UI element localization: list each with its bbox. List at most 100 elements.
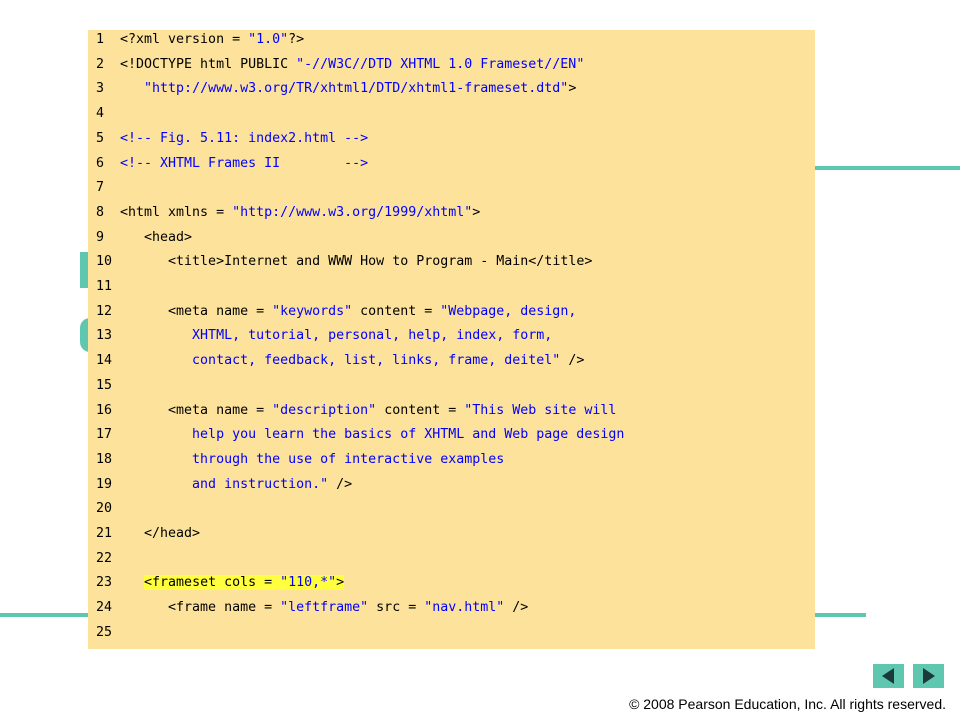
code-line: 22 bbox=[88, 547, 815, 572]
copyright-notice: © 2008 Pearson Education, Inc. All right… bbox=[629, 696, 946, 712]
code-token: > bbox=[568, 81, 577, 97]
code-line: 23 <frameset cols = "110,*"> bbox=[88, 571, 815, 596]
code-token: > bbox=[472, 204, 481, 220]
code-line: 25 bbox=[88, 621, 815, 646]
code-token: through the use of interactive examples bbox=[120, 451, 505, 467]
code-line: 7 bbox=[88, 176, 815, 201]
code-token: /> bbox=[328, 476, 353, 492]
code-token: and instruction." bbox=[120, 476, 329, 492]
line-code: "http://www.w3.org/TR/xhtml1/DTD/xhtml1-… bbox=[120, 77, 576, 102]
next-slide-button[interactable] bbox=[913, 664, 944, 688]
code-token: <!DOCTYPE html PUBLIC bbox=[120, 56, 297, 72]
code-token: ?> bbox=[288, 32, 305, 47]
line-number: 3 bbox=[96, 81, 105, 97]
line-number: 17 bbox=[96, 427, 113, 443]
code-line: 21 </head> bbox=[88, 522, 815, 547]
code-line: 17 help you learn the basics of XHTML an… bbox=[88, 423, 815, 448]
arrow-left-icon bbox=[882, 668, 894, 684]
line-code: and instruction." /> bbox=[120, 473, 352, 498]
code-token: src = bbox=[368, 600, 425, 616]
code-line: 10 <title>Internet and WWW How to Progra… bbox=[88, 250, 815, 275]
decorative-line-top bbox=[815, 166, 960, 170]
line-code: XHTML, tutorial, personal, help, index, … bbox=[120, 324, 552, 349]
code-line: 4 bbox=[88, 102, 815, 127]
line-code: <meta name = "keywords" content = "Webpa… bbox=[120, 300, 576, 325]
line-number: 14 bbox=[96, 353, 113, 369]
code-token: <frameset cols = bbox=[144, 575, 281, 591]
arrow-right-icon bbox=[923, 668, 935, 684]
code-line: 11 bbox=[88, 275, 815, 300]
line-number: 20 bbox=[96, 501, 113, 517]
code-line: 16 <meta name = "description" content = … bbox=[88, 399, 815, 424]
line-number: 8 bbox=[96, 204, 105, 220]
line-number: 15 bbox=[96, 377, 113, 393]
line-number: 6 bbox=[96, 155, 105, 171]
line-number: 7 bbox=[96, 180, 105, 196]
code-token: <?xml version = bbox=[120, 32, 249, 47]
line-number: 10 bbox=[96, 254, 113, 270]
code-token: </head> bbox=[120, 526, 201, 541]
code-token bbox=[120, 81, 144, 96]
code-token: <meta name = bbox=[120, 303, 273, 319]
code-token: help you learn the basics of XHTML and W… bbox=[120, 427, 625, 443]
code-line: 2 <!DOCTYPE html PUBLIC "-//W3C//DTD XHTM… bbox=[88, 53, 815, 78]
code-token: <title> bbox=[120, 254, 225, 270]
code-token: /> bbox=[560, 353, 585, 369]
line-number: 25 bbox=[96, 624, 113, 640]
line-number: 16 bbox=[96, 402, 113, 418]
code-line: 20 bbox=[88, 497, 815, 522]
code-line: 13 XHTML, tutorial, personal, help, inde… bbox=[88, 324, 815, 349]
line-code: <!-- Fig. 5.11: index2.html --> bbox=[120, 127, 368, 152]
code-line: 8 <html xmlns = "http://www.w3.org/1999/x… bbox=[88, 201, 815, 226]
line-number: 13 bbox=[96, 328, 113, 344]
line-code: <!-- XHTML Frames II --> bbox=[120, 152, 368, 177]
code-line: 6 <!-- XHTML Frames II --> bbox=[88, 152, 815, 177]
code-token: "leftframe" bbox=[280, 600, 369, 616]
code-token: <!-- XHTML Frames II --> bbox=[120, 155, 369, 171]
code-token: "http://www.w3.org/1999/xhtml" bbox=[232, 204, 473, 220]
line-code: <frame name = "leftframe" src = "nav.htm… bbox=[120, 596, 528, 621]
code-token: "110,*" bbox=[280, 575, 337, 591]
code-token: "keywords" bbox=[272, 303, 353, 319]
code-line: 5 <!-- Fig. 5.11: index2.html --> bbox=[88, 127, 815, 152]
line-number: 4 bbox=[96, 106, 105, 122]
line-code: help you learn the basics of XHTML and W… bbox=[120, 423, 624, 448]
code-token: "http://www.w3.org/TR/xhtml1/DTD/xhtml1-… bbox=[144, 81, 569, 97]
code-line: 1<?xml version = "1.0"?> bbox=[88, 28, 815, 53]
code-line: 14 contact, feedback, list, links, frame… bbox=[88, 349, 815, 374]
line-code: <title>Internet and WWW How to Program -… bbox=[120, 250, 592, 275]
code-token: XHTML, tutorial, personal, help, index, … bbox=[120, 328, 553, 344]
line-code: <!DOCTYPE html PUBLIC "-//W3C//DTD XHTML… bbox=[120, 53, 584, 78]
code-token: "nav.html" bbox=[424, 600, 505, 616]
code-token: "description" bbox=[272, 402, 377, 418]
code-line: 9 <head> bbox=[88, 226, 815, 251]
previous-slide-button[interactable] bbox=[873, 664, 904, 688]
line-code: <?xml version = "1.0"?> bbox=[120, 28, 304, 53]
line-code: </head> bbox=[120, 522, 200, 547]
line-number: 9 bbox=[96, 229, 105, 245]
code-line: 19 and instruction." /> bbox=[88, 473, 815, 498]
code-token: content = bbox=[376, 402, 465, 418]
line-number: 22 bbox=[96, 550, 113, 566]
line-code: <frameset cols = "110,*"> bbox=[120, 571, 345, 596]
line-number: 19 bbox=[96, 476, 113, 492]
line-number: 21 bbox=[96, 526, 113, 541]
code-token: Internet and WWW How to Program - Main bbox=[224, 254, 529, 270]
code-token: contact, feedback, list, links, frame, d… bbox=[120, 353, 561, 369]
line-number: 18 bbox=[96, 451, 113, 467]
line-number: 2 bbox=[96, 56, 105, 72]
code-token: <html xmlns = bbox=[120, 204, 233, 220]
code-token: <head> bbox=[120, 229, 193, 245]
line-code: through the use of interactive examples bbox=[120, 448, 504, 473]
line-number: 12 bbox=[96, 303, 113, 319]
line-number: 24 bbox=[96, 600, 113, 616]
code-token: "1.0" bbox=[248, 32, 289, 47]
decorative-shape bbox=[80, 318, 90, 352]
code-token: "-//W3C//DTD XHTML 1.0 Frameset//EN" bbox=[296, 56, 585, 72]
line-number: 5 bbox=[96, 130, 105, 146]
line-number: 23 bbox=[96, 575, 113, 591]
code-line: 18 through the use of interactive exampl… bbox=[88, 448, 815, 473]
code-token: "This Web site will bbox=[464, 402, 617, 418]
code-token: </title> bbox=[528, 254, 593, 270]
code-token: <!-- Fig. 5.11: index2.html --> bbox=[120, 130, 369, 146]
